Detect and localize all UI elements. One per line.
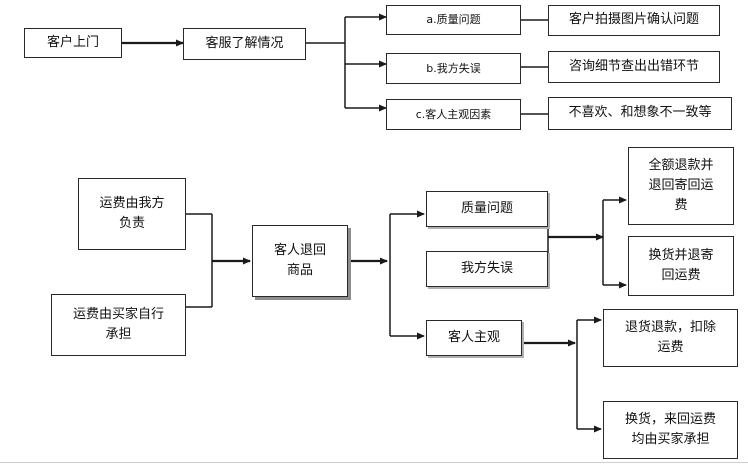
outcome-full-refund-label: 全额退款并 退回寄回运 费: [648, 157, 714, 214]
reason-mistake-label: 我方失误: [460, 260, 513, 276]
reason-quality-label: 质量问题: [460, 200, 513, 216]
start-label: 客户上门: [46, 34, 99, 50]
outcome-exchange-buyer-box: 换货，来回运费 均由买家承担: [603, 401, 738, 459]
action-a-box: 客户拍摄图片确认问题: [548, 5, 720, 36]
branch-c-box: c.客人主观因素: [386, 99, 521, 130]
action-b-label: 咨询细节查出出错环节: [568, 58, 699, 74]
outcome-refund-deduct-box: 退货退款，扣除 运费: [603, 309, 738, 367]
reason-quality-box: 质量问题: [426, 191, 548, 227]
action-a-label: 客户拍摄图片确认问题: [568, 12, 699, 28]
shipping-seller-box: 运费由我方 负责: [78, 178, 186, 250]
reason-subjective-label: 客人主观: [447, 329, 500, 345]
outcome-exchange-refund-label: 换货并退寄 回运费: [648, 247, 714, 283]
shipping-buyer-label: 运费由买家自行 承担: [72, 306, 164, 342]
reason-subjective-box: 客人主观: [426, 320, 522, 356]
understand-label: 客服了解情况: [205, 35, 284, 51]
reason-mistake-box: 我方失误: [426, 251, 548, 287]
branch-b-box: b.我方失误: [386, 53, 521, 84]
branch-b-label: b.我方失误: [426, 61, 481, 75]
outcome-exchange-buyer-label: 换货，来回运费 均由买家承担: [624, 411, 716, 447]
shipping-buyer-box: 运费由买家自行 承担: [51, 294, 186, 356]
branch-a-label: a.质量问题: [426, 13, 481, 27]
bottom-divider: [0, 462, 748, 463]
branch-c-label: c.客人主观因素: [415, 107, 492, 121]
return-goods-box: 客人退回 商品: [252, 225, 348, 297]
return-goods-label: 客人退回 商品: [273, 242, 326, 278]
branch-a-box: a.质量问题: [386, 5, 521, 35]
start-box: 客户上门: [24, 28, 122, 58]
outcome-refund-deduct-label: 退货退款，扣除 运费: [624, 319, 716, 355]
action-c-label: 不喜欢、和想象不一致等: [568, 105, 712, 121]
shipping-seller-label: 运费由我方 负责: [99, 195, 165, 231]
outcome-exchange-refund-box: 换货并退寄 回运费: [628, 236, 734, 296]
action-c-box: 不喜欢、和想象不一致等: [548, 97, 732, 130]
action-b-box: 咨询细节查出出错环节: [548, 51, 720, 83]
outcome-full-refund-box: 全额退款并 退回寄回运 费: [628, 147, 734, 225]
understand-box: 客服了解情况: [183, 28, 306, 60]
